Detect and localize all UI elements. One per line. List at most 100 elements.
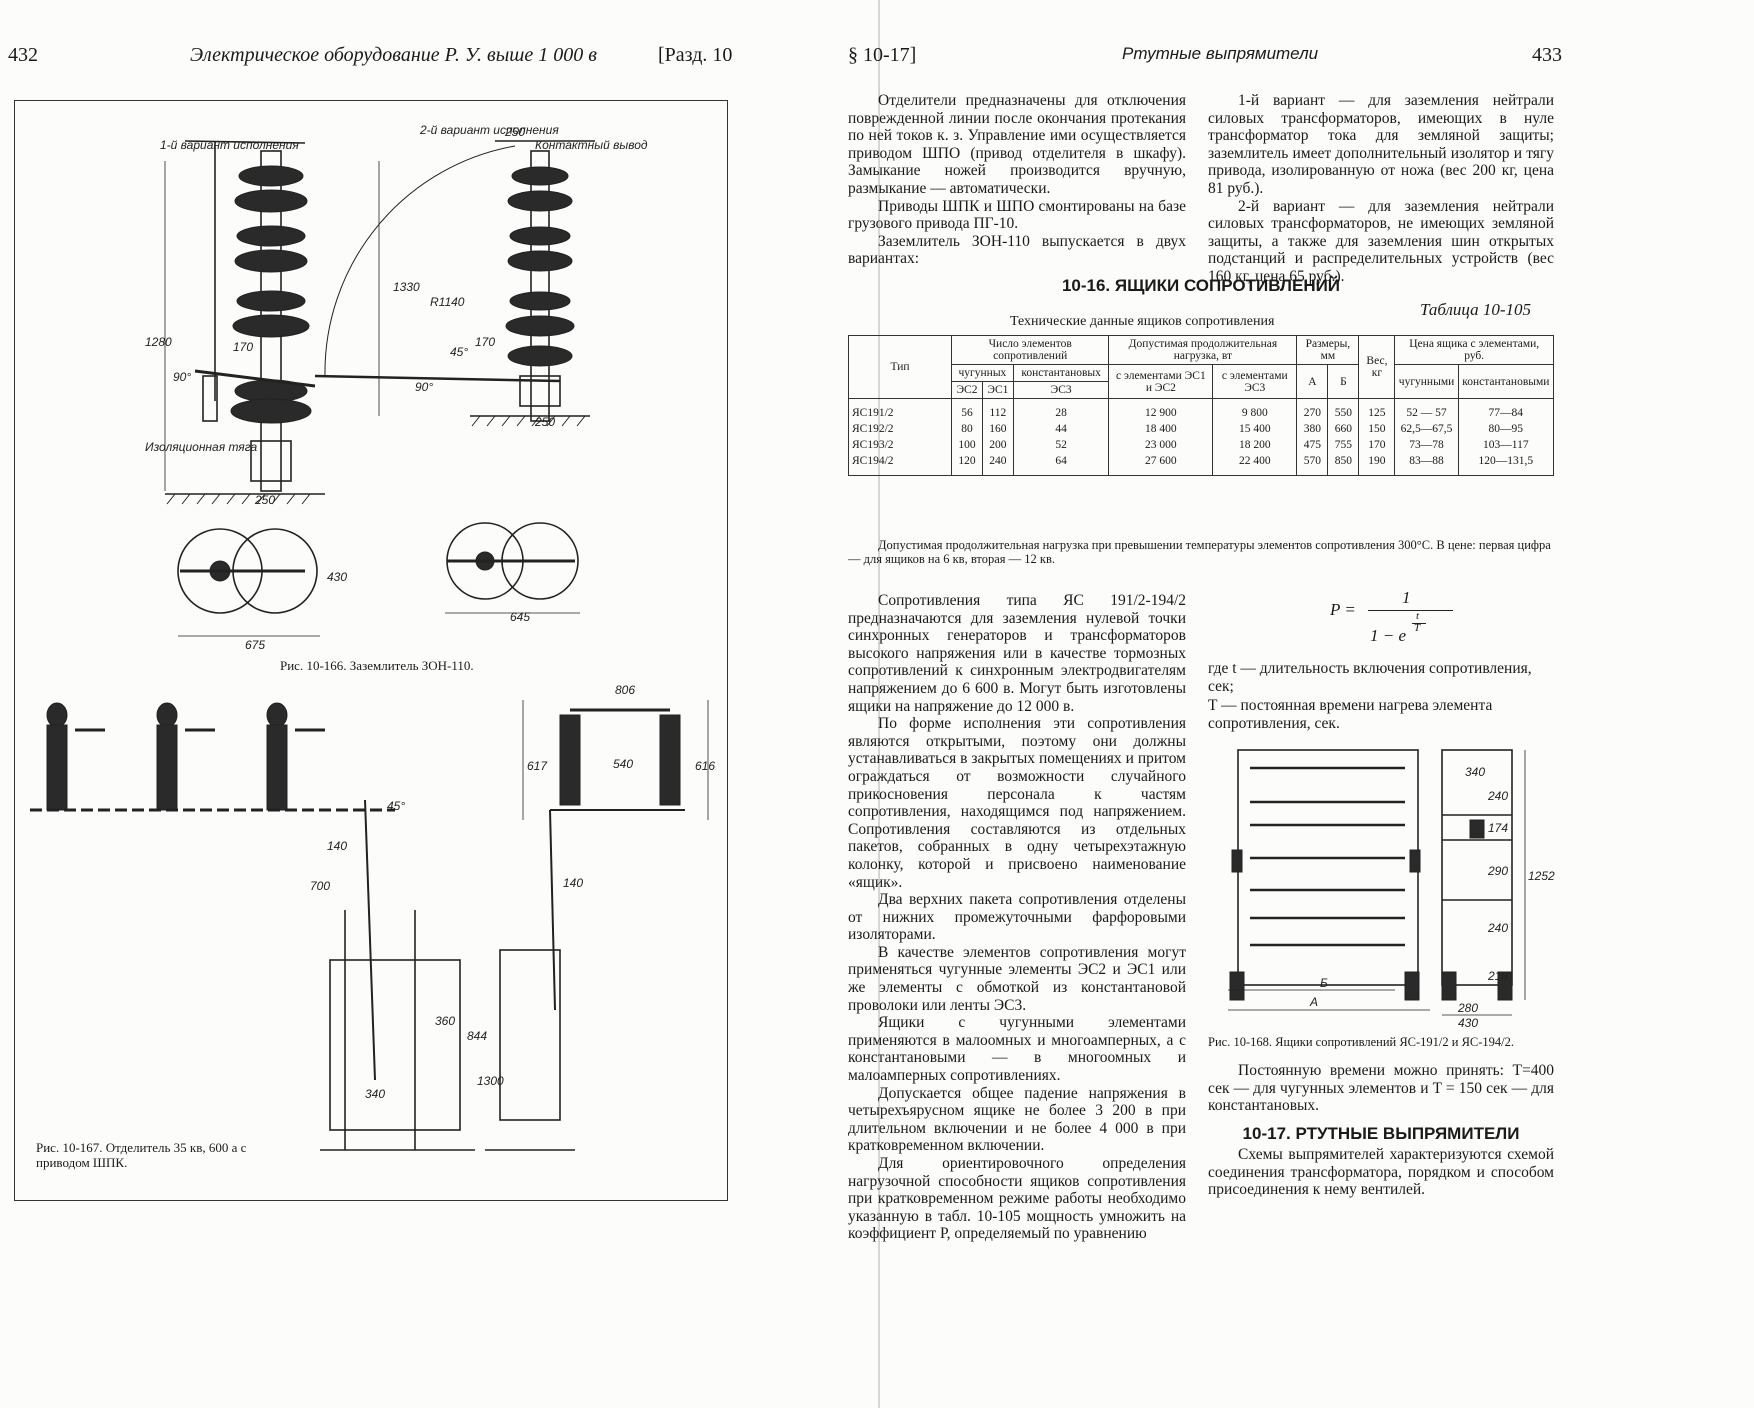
dim-700: 700: [310, 879, 330, 893]
main-left-column: Сопротивления типа ЯС 191/2-194/2 предна…: [848, 592, 1186, 1243]
dim-140: 140: [327, 839, 347, 853]
dim-250: 250: [254, 493, 275, 507]
figure-10-167: 806 540 617 616 45° 140 700 140 360 844 …: [14, 680, 728, 1201]
variant1-label: 1-й вариант исполнения: [160, 138, 299, 152]
dim-645: 645: [510, 610, 530, 624]
header-size: Размеры, мм: [1296, 335, 1360, 365]
formula-numerator: 1: [1402, 588, 1411, 607]
drive-cabinet-1: [320, 799, 475, 1151]
fraction-bar: [1368, 610, 1453, 611]
header-load1: с элементами ЭС1 и ЭС2: [1108, 364, 1214, 399]
formula-lhs: P =: [1330, 600, 1356, 619]
fig167-caption: Рис. 10-167. Отделитель 35 кв, 600 а с п…: [36, 1140, 247, 1170]
header-constantan: константановых: [1012, 364, 1110, 382]
paragraph: Для ориентировочного определения нагрузо…: [848, 1155, 1186, 1243]
side-view: [1441, 749, 1526, 1016]
dim-140-2: 140: [563, 876, 583, 890]
intro-left-column: Отделители предназначены для отключения …: [848, 92, 1186, 268]
dim-1252: 1252: [1528, 869, 1555, 883]
dim-806: 806: [615, 683, 635, 697]
figure-10-168: 340 240 174 290 240 218 1252 Б А 280 430: [1220, 740, 1555, 1030]
table-row: ЯС194/2 120 240 64 27 600 22 400 570 850…: [848, 453, 1555, 476]
dim-174: 174: [1488, 821, 1508, 835]
plan-view-2: [445, 522, 580, 614]
page-number: 433: [1532, 44, 1562, 66]
rectifier-intro: Схемы выпрямителей характеризуются схемо…: [1208, 1146, 1554, 1199]
insulator-stack-2: [314, 140, 595, 427]
header-count: Число элементов сопротивлений: [950, 335, 1110, 365]
section-ref: § 10-17]: [848, 44, 917, 66]
formula-legend: где t — длительность включения сопротивл…: [1208, 660, 1554, 732]
formula: P = 1 1 − e t T: [1330, 588, 1530, 652]
dim-290: 290: [1487, 864, 1508, 878]
contact-label: Контактный вывод: [535, 138, 648, 152]
dim-675: 675: [245, 638, 265, 652]
dim-250-top: 250: [504, 125, 525, 139]
dim-340: 340: [1465, 765, 1485, 779]
grounding-switch-drawing: 1-й вариант исполнения 2-й вариант испол…: [145, 123, 648, 652]
paragraph: Схемы выпрямителей характеризуются схемо…: [1208, 1146, 1554, 1199]
fig168-caption: Рис. 10-168. Ящики сопротивлений ЯС-191/…: [1208, 1035, 1515, 1049]
exponent-numerator: t: [1416, 610, 1420, 622]
paragraph: Ящики с чугунными элементами применяются…: [848, 1014, 1186, 1085]
paragraph: 1-й вариант — для заземления нейтрали си…: [1208, 92, 1554, 197]
header-es1: ЭС1: [981, 381, 1014, 399]
section-10-17-heading: 10-17. РТУТНЫЕ ВЫПРЯМИТЕЛИ: [1242, 1124, 1520, 1143]
front-view: [1228, 749, 1430, 1011]
paragraph: Допускается общее падение напряжения в ч…: [848, 1084, 1186, 1155]
header-price1: чугунными: [1394, 364, 1459, 399]
resistor-box-table: Тип Число элементов сопротивлений Допуст…: [848, 335, 1555, 476]
dim-1280: 1280: [145, 335, 172, 349]
intro-right-column: 1-й вариант — для заземления нейтрали си…: [1208, 92, 1554, 286]
header-weight: Вес, кг: [1358, 335, 1396, 399]
paragraph: Приводы ШПК и ШПО смонтированы на базе г…: [848, 197, 1186, 233]
paragraph: По форме исполнения эти сопротивления яв…: [848, 715, 1186, 891]
dim-280: 280: [1457, 1001, 1478, 1015]
left-page: 432 Электрическое оборудование Р. У. выш…: [8, 44, 733, 1201]
dim-b: Б: [1320, 976, 1328, 990]
dim-170: 170: [233, 340, 253, 354]
dim-430: 430: [327, 570, 347, 584]
header-price: Цена ящика с элементами, руб.: [1394, 335, 1554, 365]
paragraph: Заземлитель ЗОН-110 выпускается в двух в…: [848, 232, 1186, 268]
header-a: А: [1296, 364, 1329, 399]
paragraph: Постоянную времени можно принять: T=400 …: [1208, 1062, 1554, 1115]
three-pole-insulators: [30, 702, 395, 812]
dim-1300: 1300: [477, 1074, 504, 1088]
paragraph: 2-й вариант — для заземления нейтрали си…: [1208, 197, 1554, 285]
header-load2: с элементами ЭС3: [1212, 364, 1298, 399]
dim-240: 240: [1487, 789, 1508, 803]
fig166-caption: Рис. 10-166. Заземлитель ЗОН-110.: [280, 658, 474, 673]
section-10-16-heading: 10-16. ЯЩИКИ СОПРОТИВЛЕНИЙ: [1061, 276, 1341, 295]
table-row: ЯС191/2 56 112 28 12 900 9 800 270 550 1…: [848, 398, 1555, 421]
exponent-bar: [1412, 623, 1426, 624]
dim-45deg: 45°: [450, 345, 468, 359]
header-iron: чугунных: [951, 364, 1014, 382]
dim-360: 360: [435, 1014, 455, 1028]
dim-218: 218: [1487, 969, 1508, 983]
header-es3: ЭС3: [1012, 381, 1110, 399]
table-title: Технические данные ящиков сопротивления: [1010, 314, 1275, 329]
header-type: Тип: [848, 335, 952, 399]
dim-a: А: [1309, 995, 1318, 1009]
dim-1330: 1330: [393, 280, 420, 294]
dim-240-2: 240: [1487, 921, 1508, 935]
header-load: Допустимая продолжительная нагрузка, вт: [1108, 335, 1298, 365]
insulator-stack-1: [164, 140, 325, 505]
table-note: Допустимая продолжительная нагрузка при …: [848, 538, 1551, 566]
running-title: Ртутные выпрямители: [1122, 44, 1319, 63]
dim-45deg: 45°: [387, 799, 405, 813]
dim-430: 430: [1458, 1016, 1478, 1030]
plan-view-1: [177, 528, 320, 637]
header-price2: константановыми: [1457, 364, 1555, 399]
dim-170-2: 170: [475, 335, 495, 349]
paragraph: Отделители предназначены для отключения …: [848, 92, 1186, 197]
formula-denominator: 1 − e: [1370, 626, 1407, 645]
header-es2: ЭС2: [951, 381, 983, 399]
page-number: 432: [8, 44, 38, 66]
table-row: ЯС192/2 80 160 44 18 400 15 400 380 660 …: [848, 421, 1555, 437]
running-title: Электрическое оборудование Р. У. выше 1 …: [190, 44, 597, 66]
dim-617: 617: [527, 759, 548, 773]
disconnector-drawing: 806 540 617 616 45° 140 700 140 360 844 …: [30, 683, 715, 1151]
resistor-box-drawing: 340 240 174 290 240 218 1252 Б А 280 430: [1228, 749, 1555, 1030]
